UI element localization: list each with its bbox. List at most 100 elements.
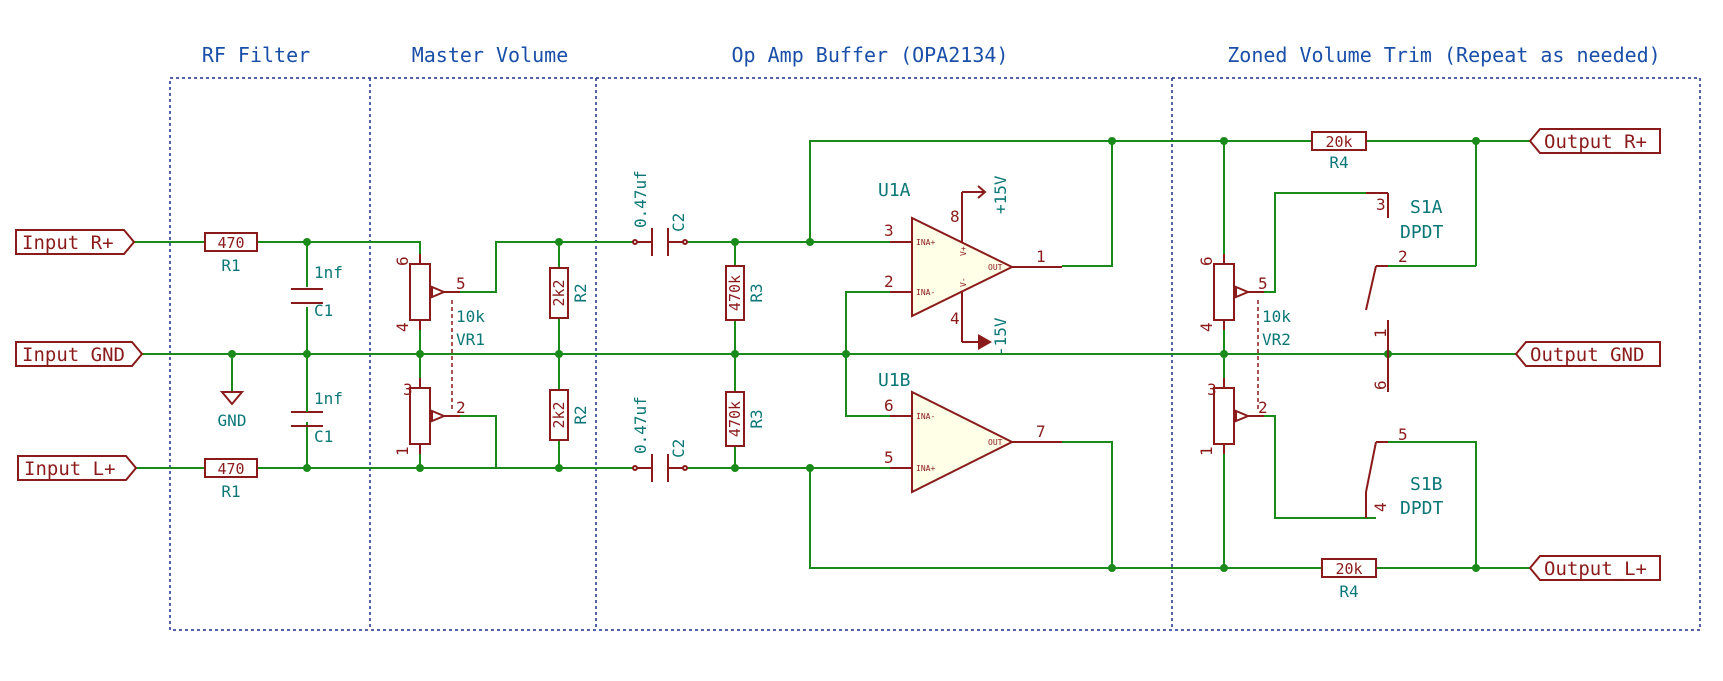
svg-text:2: 2 bbox=[1398, 247, 1408, 266]
svg-text:R3: R3 bbox=[747, 409, 766, 428]
svg-text:Input_L+: Input_L+ bbox=[24, 458, 116, 480]
svg-text:2k2: 2k2 bbox=[550, 279, 568, 306]
svg-text:2: 2 bbox=[884, 272, 894, 291]
svg-text:2: 2 bbox=[456, 398, 466, 417]
svg-text:8: 8 bbox=[950, 207, 960, 226]
svg-text:U1A: U1A bbox=[878, 180, 911, 201]
ground-symbol: GND bbox=[218, 391, 247, 430]
svg-text:VR2: VR2 bbox=[1262, 330, 1291, 349]
svg-text:20k: 20k bbox=[1335, 560, 1362, 578]
svg-text:Input_GND: Input_GND bbox=[22, 344, 125, 366]
svg-text:7: 7 bbox=[1036, 422, 1046, 441]
svg-text:4: 4 bbox=[950, 309, 960, 328]
resistor-r3-top: 470k R3 bbox=[725, 265, 766, 321]
capacitor-c1-bottom: 1nf C1 bbox=[291, 354, 343, 446]
svg-text:-15V: -15V bbox=[991, 317, 1010, 356]
svg-text:20k: 20k bbox=[1325, 133, 1352, 151]
svg-text:S1B: S1B bbox=[1410, 474, 1443, 495]
svg-text:470: 470 bbox=[217, 234, 244, 252]
svg-text:Input_R+: Input_R+ bbox=[22, 232, 114, 254]
section-title-zoned-volume-trim: Zoned Volume Trim (Repeat as needed) bbox=[1227, 43, 1660, 67]
svg-text:5: 5 bbox=[1258, 274, 1268, 293]
resistor-r2-top: 2k2 R2 bbox=[549, 267, 590, 319]
svg-text:1: 1 bbox=[1036, 247, 1046, 266]
section-title-op-amp-buffer: Op Amp Buffer (OPA2134) bbox=[732, 43, 1009, 67]
svg-text:0.47uf: 0.47uf bbox=[631, 396, 650, 454]
svg-text:R2: R2 bbox=[571, 405, 590, 424]
svg-text:+15V: +15V bbox=[991, 175, 1010, 214]
svg-text:10k: 10k bbox=[456, 307, 485, 326]
opamp-u1b: 6 5 7 INA- INA+ OUT U1B bbox=[878, 370, 1062, 494]
resistor-r2-bottom: 2k2 R2 bbox=[549, 389, 590, 441]
svg-text:1nf: 1nf bbox=[314, 389, 343, 408]
svg-text:4: 4 bbox=[393, 322, 412, 332]
svg-text:R1: R1 bbox=[221, 256, 240, 275]
svg-text:C2: C2 bbox=[669, 213, 688, 232]
svg-text:1: 1 bbox=[1371, 328, 1390, 338]
svg-text:470k: 470k bbox=[726, 275, 744, 311]
resistor-r1-top: 470 R1 bbox=[204, 232, 258, 275]
section-title-rf-filter: RF Filter bbox=[202, 43, 310, 67]
svg-text:3: 3 bbox=[1376, 195, 1386, 214]
resistor-r1-bottom: 470 R1 bbox=[204, 458, 258, 501]
svg-text:C1: C1 bbox=[314, 427, 333, 446]
svg-text:10k: 10k bbox=[1262, 307, 1291, 326]
svg-text:C2: C2 bbox=[669, 439, 688, 458]
svg-text:3: 3 bbox=[884, 221, 894, 240]
svg-text:R2: R2 bbox=[571, 283, 590, 302]
switch-s1b: 5 4 S1B DPDT bbox=[1365, 425, 1444, 519]
svg-text:4: 4 bbox=[1371, 502, 1390, 512]
opamp-u1a: 3 2 1 8 4 INA+ INA- OUT V+ V- U1A +15V -… bbox=[878, 175, 1062, 356]
potentiometer-vr2: 6 5 4 3 2 1 10k VR2 bbox=[1197, 254, 1291, 456]
svg-text:INA+: INA+ bbox=[916, 238, 935, 247]
svg-text:U1B: U1B bbox=[878, 370, 911, 391]
svg-text:2: 2 bbox=[1258, 398, 1268, 417]
svg-text:3: 3 bbox=[403, 380, 413, 399]
switch-s1a: 3 2 1 6 S1A DPDT bbox=[1365, 192, 1444, 392]
port-input-l: Input_L+ bbox=[17, 455, 138, 481]
svg-text:3: 3 bbox=[1207, 380, 1217, 399]
svg-text:S1A: S1A bbox=[1410, 197, 1443, 218]
resistor-r3-bottom: 470k R3 bbox=[725, 391, 766, 447]
svg-text:V-: V- bbox=[959, 277, 968, 287]
svg-text:GND: GND bbox=[218, 411, 247, 430]
port-input-gnd: Input_GND bbox=[15, 341, 144, 367]
svg-text:V+: V+ bbox=[959, 246, 968, 256]
potentiometer-vr1: 6 5 4 3 2 1 10k VR1 bbox=[393, 254, 485, 456]
svg-text:0.47uf: 0.47uf bbox=[631, 170, 650, 228]
svg-text:6: 6 bbox=[1371, 380, 1390, 390]
capacitor-c2-bottom: 0.47uf C2 bbox=[631, 396, 688, 482]
port-output-l: Output_L+ bbox=[1528, 555, 1661, 581]
svg-text:6: 6 bbox=[393, 256, 412, 266]
svg-text:1: 1 bbox=[1197, 446, 1216, 456]
resistor-r4-top: 20k R4 bbox=[1311, 131, 1367, 172]
svg-text:R4: R4 bbox=[1329, 153, 1348, 172]
svg-text:OUT: OUT bbox=[988, 263, 1003, 272]
svg-text:DPDT: DPDT bbox=[1400, 222, 1444, 243]
resistor-r4-bottom: 20k R4 bbox=[1321, 558, 1377, 601]
capacitor-c2-top: 0.47uf C2 bbox=[631, 170, 688, 256]
port-output-r: Output_R+ bbox=[1528, 128, 1661, 154]
svg-text:1nf: 1nf bbox=[314, 263, 343, 282]
svg-text:R3: R3 bbox=[747, 283, 766, 302]
svg-text:2k2: 2k2 bbox=[550, 401, 568, 428]
svg-text:Output_L+: Output_L+ bbox=[1544, 558, 1647, 580]
svg-text:INA-: INA- bbox=[916, 288, 935, 297]
capacitor-c1-top: 1nf C1 bbox=[291, 263, 343, 320]
svg-text:INA+: INA+ bbox=[916, 464, 935, 473]
junction-dots bbox=[228, 137, 1480, 572]
svg-text:INA-: INA- bbox=[916, 412, 935, 421]
svg-text:4: 4 bbox=[1197, 322, 1216, 332]
svg-text:R4: R4 bbox=[1339, 582, 1358, 601]
svg-text:5: 5 bbox=[456, 274, 466, 293]
svg-text:Output_GND: Output_GND bbox=[1530, 344, 1644, 366]
svg-text:470k: 470k bbox=[726, 401, 744, 437]
svg-text:VR1: VR1 bbox=[456, 330, 485, 349]
svg-text:1: 1 bbox=[393, 446, 412, 456]
svg-text:470: 470 bbox=[217, 460, 244, 478]
svg-text:5: 5 bbox=[1398, 425, 1408, 444]
svg-text:Output_R+: Output_R+ bbox=[1544, 131, 1647, 153]
wires bbox=[134, 140, 1530, 569]
svg-text:DPDT: DPDT bbox=[1400, 498, 1444, 519]
